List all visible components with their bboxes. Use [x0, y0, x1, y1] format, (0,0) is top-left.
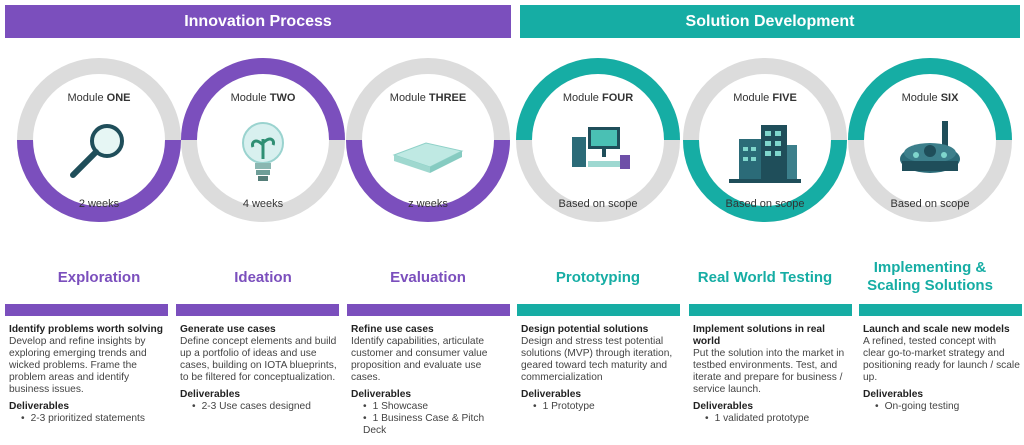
deliverables-label: Deliverables	[180, 389, 241, 400]
magnifying-glass-icon	[59, 115, 139, 187]
stage-title: Prototyping	[555, 269, 641, 286]
stage-bar	[5, 304, 168, 316]
ring-arc	[346, 139, 510, 222]
stage-description: Identify capabilities, articulate custom…	[351, 336, 488, 383]
stage-details: Refine use cases Identify capabilities, …	[351, 324, 508, 437]
deliverables-label: Deliverables	[521, 389, 582, 400]
stage-heading: Identify problems worth solving	[9, 324, 163, 335]
stage-details: Generate use cases Define concept elemen…	[180, 324, 337, 413]
computer-prototype-icon	[558, 115, 638, 187]
module-prefix: Module	[733, 92, 773, 104]
lightbulb-plant-icon	[223, 115, 303, 187]
deliverables-label: Deliverables	[351, 389, 412, 400]
ring-arc	[683, 139, 847, 222]
deliverable-item: 1 Showcase	[363, 401, 508, 413]
module-prefix: Module	[389, 92, 429, 104]
stage-details: Design potential solutions Design and st…	[521, 324, 678, 413]
open-book-icon	[388, 115, 468, 187]
module-prefix: Module	[901, 92, 941, 104]
module-duration: Based on scope	[558, 198, 638, 210]
stage-bar	[689, 304, 852, 316]
stage-details: Identify problems worth solving Develop …	[9, 324, 166, 425]
module-duration: 2 weeks	[78, 198, 120, 210]
stage-title: Implementing & Scaling Solutions	[867, 259, 993, 294]
deliverables-label: Deliverables	[9, 401, 70, 412]
module-duration: 4 weeks	[242, 198, 284, 210]
stage-details: Launch and scale new models A refined, t…	[863, 324, 1020, 413]
stage-description: Design and stress test potential solutio…	[521, 336, 673, 383]
stage-heading: Generate use cases	[180, 324, 276, 335]
module-number: THREE	[428, 92, 467, 104]
factory-icon	[890, 115, 970, 187]
module-duration: z weeks	[408, 198, 448, 210]
module-number: FIVE	[772, 92, 797, 104]
stage-title: Evaluation	[390, 269, 466, 286]
module-rings	[17, 58, 1012, 222]
office-building-icon	[725, 115, 805, 187]
stage-description: A refined, tested concept with clear go-…	[863, 336, 1020, 383]
stage-description: Put the solution into the market in test…	[693, 348, 845, 395]
innovation-process-banner: Innovation Process	[5, 5, 511, 38]
ring-arc	[516, 58, 680, 141]
module-label: Module FIVE	[690, 92, 840, 104]
module-label: Module FOUR	[523, 92, 673, 104]
module-label: Module THREE	[353, 92, 503, 104]
stage-bar	[176, 304, 339, 316]
stage-heading: Implement solutions in real world	[693, 324, 825, 347]
deliverable-item: On-going testing	[875, 401, 1020, 413]
stage-title: Exploration	[57, 269, 141, 286]
deliverables-list: 1 Showcase1 Business Case & Pitch Deck	[351, 401, 508, 437]
stage-description: Develop and refine insights by exploring…	[9, 336, 147, 395]
module-prefix: Module	[230, 92, 270, 104]
module-label: Module TWO	[188, 92, 338, 104]
deliverables-label: Deliverables	[693, 401, 754, 412]
stage-bar	[859, 304, 1022, 316]
stage-description: Define concept elements and build up a p…	[180, 336, 337, 383]
module-prefix: Module	[67, 92, 107, 104]
stage-details: Implement solutions in real world Put th…	[693, 324, 850, 425]
stage-title: Real World Testing	[697, 269, 833, 286]
module-duration: Based on scope	[725, 198, 805, 210]
stage-heading: Launch and scale new models	[863, 324, 1010, 335]
deliverable-item: 2-3 prioritized statements	[21, 413, 166, 425]
deliverable-item: 2-3 Use cases designed	[192, 401, 337, 413]
ring-arc	[181, 58, 345, 141]
deliverables-label: Deliverables	[863, 389, 924, 400]
solution-development-banner: Solution Development	[520, 5, 1020, 38]
deliverable-item: 1 Prototype	[533, 401, 678, 413]
stage-heading: Refine use cases	[351, 324, 434, 335]
stage-bar	[347, 304, 510, 316]
stage-heading: Design potential solutions	[521, 324, 649, 335]
deliverable-item: 1 validated prototype	[705, 413, 850, 425]
module-number: FOUR	[601, 92, 634, 104]
ring-arc	[848, 58, 1012, 141]
module-number: ONE	[106, 92, 131, 104]
module-number: TWO	[269, 92, 296, 104]
module-number: SIX	[940, 92, 959, 104]
deliverable-item: 1 Business Case & Pitch Deck	[363, 413, 508, 437]
stage-title: Ideation	[234, 269, 292, 286]
module-label: Module SIX	[855, 92, 1005, 104]
deliverables-list: 2-3 prioritized statements	[9, 413, 166, 425]
ring-arc	[17, 139, 181, 222]
deliverables-list: 1 validated prototype	[693, 413, 850, 425]
stage-bar	[517, 304, 680, 316]
deliverables-list: 2-3 Use cases designed	[180, 401, 337, 413]
module-label: Module ONE	[24, 92, 174, 104]
module-duration: Based on scope	[890, 198, 970, 210]
deliverables-list: On-going testing	[863, 401, 1020, 413]
module-prefix: Module	[562, 92, 602, 104]
deliverables-list: 1 Prototype	[521, 401, 678, 413]
